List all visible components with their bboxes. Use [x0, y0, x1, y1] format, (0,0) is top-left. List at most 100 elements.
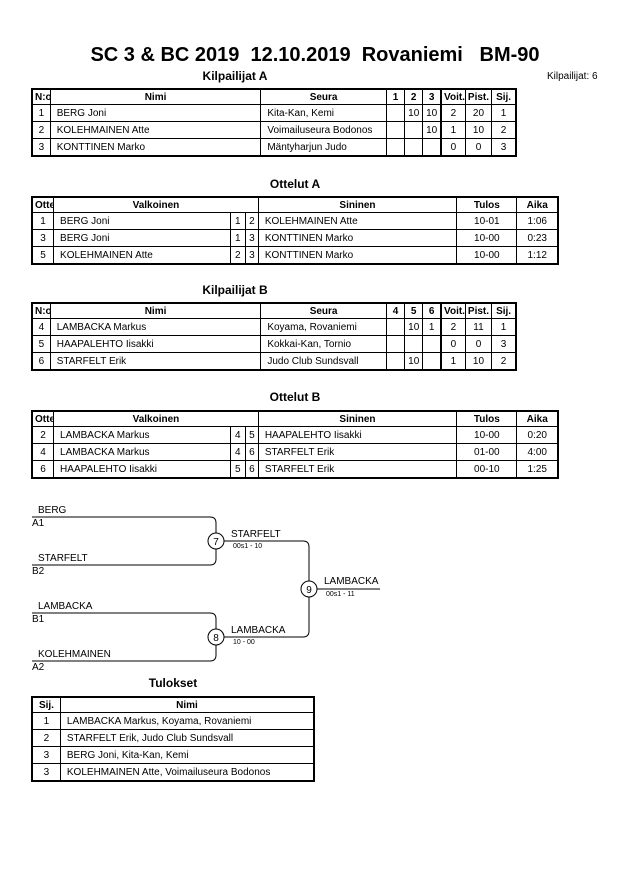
points-cell: 11	[464, 318, 493, 336]
bracket-a1-seed: A1	[32, 518, 45, 529]
column-header: Sininen	[257, 410, 458, 427]
pool-b-table: N:o Nimi Seura 4 5 6 Voit. Pist. Sij. 4 …	[31, 302, 517, 371]
pool-a-table: N:o Nimi Seura 1 2 3 Voit. Pist. Sij. 1 …	[31, 88, 517, 157]
wins-cell: 0	[440, 138, 466, 157]
semi2-number: 8	[213, 633, 219, 644]
pool-a-heading: Kilpailijat A	[202, 69, 268, 83]
match-time: 0:20	[516, 426, 559, 444]
column-header: 5	[404, 302, 424, 319]
place-cell: 2	[491, 352, 517, 371]
blue-competitor: STARFELT Erik	[257, 460, 458, 479]
column-header: Tulos	[456, 196, 518, 213]
results-heading: Tulokset	[148, 676, 198, 690]
blue-competitor: STARFELT Erik	[257, 443, 458, 461]
match-time: 4:00	[516, 443, 559, 461]
final-winner: LAMBACKA	[324, 576, 379, 587]
result-place: 2	[31, 729, 61, 747]
match-number: 6	[31, 460, 55, 479]
column-header: Nimi	[59, 696, 315, 713]
score-cell: 10	[422, 104, 442, 122]
table-header-row: Ottelu Valkoinen Sininen Tulos Aika	[31, 410, 559, 427]
blue-number: 2	[244, 212, 259, 230]
table-row: 4 LAMBACKA Markus 4 6 STARFELT Erik 01-0…	[31, 443, 559, 461]
blue-number: 3	[244, 229, 259, 247]
competitor-club: Kokkai-Kan, Tornio	[260, 335, 387, 353]
result-name: STARFELT Erik, Judo Club Sundsvall	[59, 729, 315, 747]
white-competitor: LAMBACKA Markus	[53, 443, 231, 461]
score-cell	[385, 121, 406, 139]
column-header: Ottelu	[31, 196, 55, 213]
column-header: 6	[422, 302, 442, 319]
bracket-b2-seed: B2	[32, 566, 45, 577]
points-cell: 20	[464, 104, 493, 122]
column-header: Tulos	[456, 410, 518, 427]
white-number: 2	[229, 246, 246, 265]
white-number: 1	[229, 229, 246, 247]
match-number: 4	[31, 443, 55, 461]
table-row: 3 BERG Joni 1 3 KONTTINEN Marko 10-00 0:…	[31, 229, 559, 247]
bracket-b2-name: STARFELT	[38, 553, 88, 564]
table-header-row: Sij. Nimi	[31, 696, 315, 713]
page-title: SC 3 & BC 2019 12.10.2019 Rovaniemi BM-9…	[90, 44, 540, 66]
result-name: LAMBACKA Markus, Koyama, Rovaniemi	[59, 712, 315, 730]
bracket-a2-seed: A2	[32, 662, 45, 673]
match-result: 10-00	[456, 426, 518, 444]
competitor-name: HAAPALEHTO Iisakki	[49, 335, 262, 353]
column-header: Pist.	[464, 302, 493, 319]
column-header: Pist.	[464, 88, 493, 105]
bracket-line	[224, 540, 310, 638]
table-row: 2 LAMBACKA Markus 4 5 HAAPALEHTO Iisakki…	[31, 426, 559, 444]
column-header: Aika	[516, 196, 559, 213]
table-row: 6 HAAPALEHTO Iisakki 5 6 STARFELT Erik 0…	[31, 460, 559, 479]
place-cell: 1	[491, 318, 517, 336]
wins-cell: 2	[440, 318, 466, 336]
column-header: Seura	[260, 88, 387, 105]
table-row: 6 STARFELT Erik Judo Club Sundsvall 10 1…	[31, 352, 517, 371]
result-name: KOLEHMAINEN Atte, Voimailuseura Bodonos	[59, 763, 315, 782]
blue-number: 6	[244, 460, 259, 479]
table-row: 3 BERG Joni, Kita-Kan, Kemi	[31, 746, 315, 764]
score-cell: 10	[404, 104, 424, 122]
competitor-number: 1	[31, 104, 51, 122]
final-number: 9	[306, 585, 312, 596]
white-number: 5	[229, 460, 246, 479]
white-number: 1	[229, 212, 246, 230]
match-node	[207, 628, 225, 646]
semi1-winner: STARFELT	[231, 529, 281, 540]
matches-a-table: Ottelu Valkoinen Sininen Tulos Aika 1 BE…	[31, 196, 559, 265]
semi1-score: 00s1 - 10	[233, 543, 262, 550]
blue-number: 6	[244, 443, 259, 461]
score-cell: 10	[404, 318, 424, 336]
blue-number: 3	[244, 246, 259, 265]
white-competitor: BERG Joni	[53, 212, 231, 230]
white-competitor: KOLEHMAINEN Atte	[53, 246, 231, 265]
competitor-club: Koyama, Rovaniemi	[260, 318, 387, 336]
match-time: 1:25	[516, 460, 559, 479]
score-cell	[422, 138, 442, 157]
competitor-club: Voimailuseura Bodonos	[260, 121, 387, 139]
wins-cell: 0	[440, 335, 466, 353]
blue-competitor: KONTTINEN Marko	[257, 229, 458, 247]
table-row: 3 KOLEHMAINEN Atte, Voimailuseura Bodono…	[31, 763, 315, 782]
score-cell	[422, 335, 442, 353]
column-header: Valkoinen	[53, 410, 259, 427]
blue-number: 5	[244, 426, 259, 444]
column-header: Ottelu	[31, 410, 55, 427]
score-cell	[385, 138, 406, 157]
match-number: 5	[31, 246, 55, 265]
column-header: 1	[385, 88, 406, 105]
column-header: Sij.	[491, 88, 517, 105]
bracket-a2-name: KOLEHMAINEN	[38, 649, 111, 660]
semi2-winner: LAMBACKA	[231, 625, 286, 636]
competitor-name: LAMBACKA Markus	[49, 318, 262, 336]
column-header: Voit.	[440, 88, 466, 105]
result-place: 1	[31, 712, 61, 730]
match-result: 10-00	[456, 246, 518, 265]
result-place: 3	[31, 746, 61, 764]
place-cell: 3	[491, 335, 517, 353]
bracket-a1-name: BERG	[38, 505, 67, 516]
points-cell: 10	[464, 121, 493, 139]
table-row: 4 LAMBACKA Markus Koyama, Rovaniemi 10 1…	[31, 318, 517, 336]
competitor-club: Judo Club Sundsvall	[260, 352, 387, 371]
points-cell: 0	[464, 335, 493, 353]
